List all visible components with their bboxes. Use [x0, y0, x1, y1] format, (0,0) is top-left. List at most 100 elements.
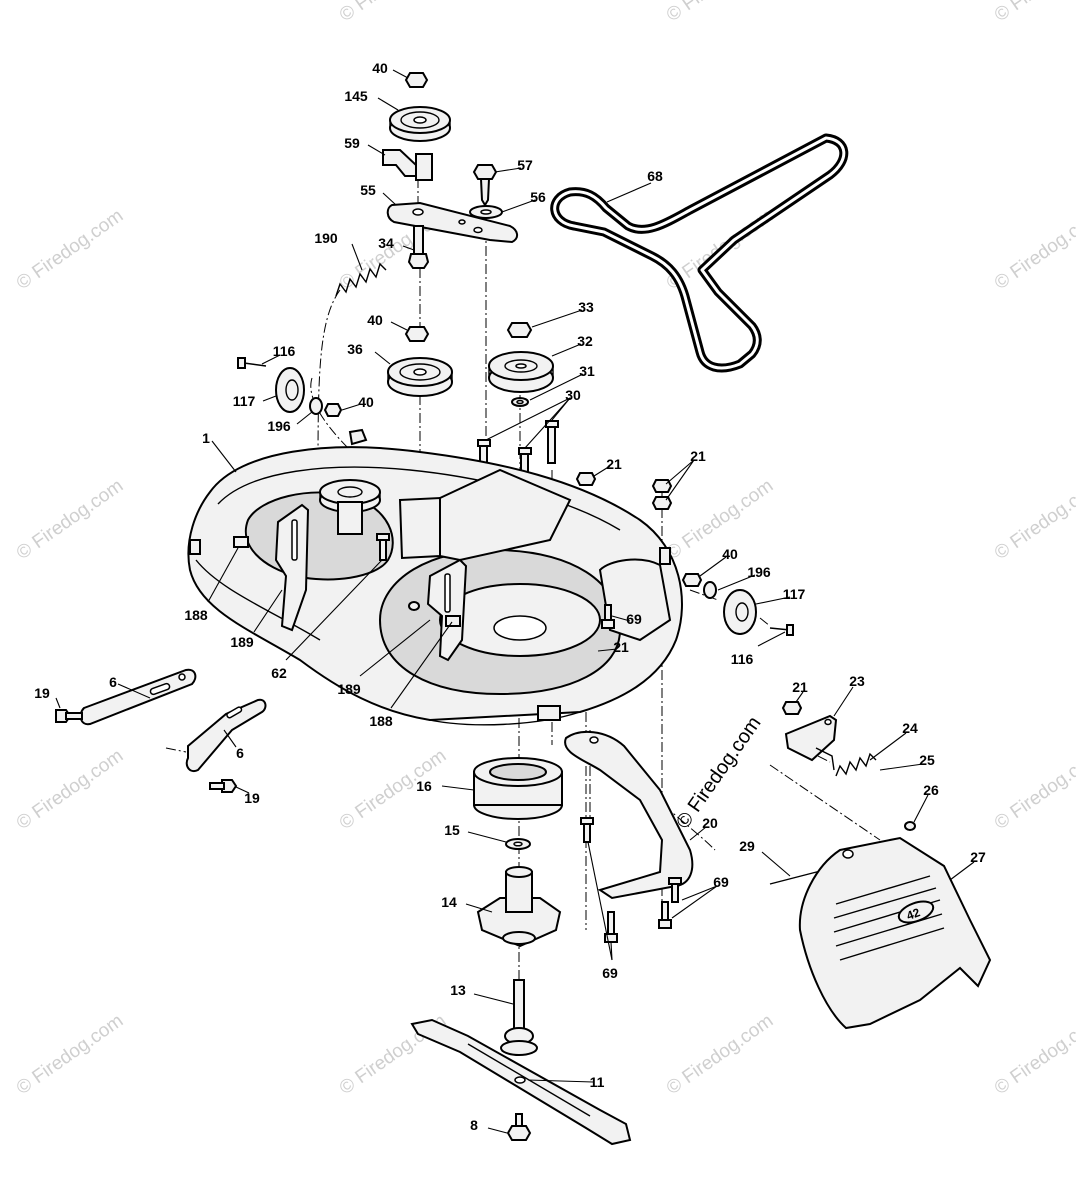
callout-11: 11 — [590, 1074, 605, 1090]
callout-117: 117 — [783, 586, 806, 602]
watermark-prominent: © Firedog.com — [672, 713, 765, 833]
callout-69: 69 — [713, 874, 729, 890]
gauge-wheel-left — [237, 357, 343, 417]
chute-badge: 42 — [905, 905, 923, 923]
belt-guard-20 — [564, 730, 694, 900]
callout-69: 69 — [626, 611, 642, 627]
watermark: © Firedog.com — [663, 475, 777, 564]
callout-19: 19 — [34, 685, 50, 701]
callout-31: 31 — [579, 363, 595, 379]
callout-33: 33 — [578, 299, 594, 315]
watermark: © Firedog.com — [336, 0, 450, 26]
callout-25: 25 — [919, 752, 935, 768]
callout-36: 36 — [347, 341, 363, 357]
spring-190 — [335, 262, 387, 297]
bolt-69-deck — [601, 604, 615, 629]
leader-lines — [55, 69, 975, 1134]
washer-26 — [904, 821, 916, 831]
idler-pulley-145 — [389, 72, 451, 142]
idler-pulley-36 — [387, 326, 453, 397]
callout-189: 189 — [230, 634, 254, 650]
callout-20: 20 — [702, 815, 718, 831]
callout-57: 57 — [517, 157, 533, 173]
callout-62: 62 — [271, 665, 287, 681]
watermark: © Firedog.com — [991, 0, 1076, 26]
callout-40: 40 — [367, 312, 383, 328]
callout-40: 40 — [358, 394, 374, 410]
hanger-link-6-left — [55, 668, 197, 726]
callout-196: 196 — [267, 418, 291, 434]
callout-56: 56 — [530, 189, 546, 205]
callout-21: 21 — [792, 679, 808, 695]
bolts-30 — [477, 420, 559, 481]
callout-14: 14 — [441, 894, 457, 910]
pulley-32 — [488, 322, 554, 407]
watermark: © Firedog.com — [13, 1010, 127, 1099]
callout-19: 19 — [244, 790, 260, 806]
callout-68: 68 — [647, 168, 663, 184]
callout-26: 26 — [923, 782, 939, 798]
callout-24: 24 — [902, 720, 918, 736]
callout-116: 116 — [273, 343, 296, 359]
callout-189: 189 — [337, 681, 361, 697]
callout-117: 117 — [233, 393, 256, 409]
deck-bracket-189-right — [408, 558, 468, 662]
callout-34: 34 — [378, 235, 394, 251]
callout-23: 23 — [849, 673, 865, 689]
watermark: © Firedog.com — [663, 0, 777, 26]
callout-6: 6 — [236, 745, 244, 761]
washer-56 — [469, 205, 503, 219]
hanger-link-6-right — [185, 698, 267, 793]
gauge-wheel-right — [681, 573, 794, 636]
watermark: © Firedog.com — [991, 205, 1076, 294]
callout-145: 145 — [344, 88, 368, 104]
deck-bracket-189-left — [233, 503, 310, 632]
watermark: © Firedog.com — [13, 745, 127, 834]
callout-1: 1 — [202, 430, 210, 446]
callout-13: 13 — [450, 982, 466, 998]
callout-32: 32 — [577, 333, 593, 349]
bolt-34 — [407, 225, 430, 269]
watermark: © Firedog.com — [991, 475, 1076, 564]
drive-belt — [550, 133, 849, 373]
callout-116: 116 — [731, 651, 754, 667]
spindle-14 — [476, 866, 562, 948]
idler-arm-55 — [386, 201, 518, 244]
bolt-57 — [472, 164, 498, 207]
watermark: © Firedog.com — [991, 1010, 1076, 1099]
deck-spindle-pulley — [319, 479, 381, 535]
callout-59: 59 — [344, 135, 360, 151]
spring-25 — [815, 747, 877, 777]
washer-15 — [505, 838, 531, 850]
callout-30: 30 — [565, 387, 581, 403]
callout-188: 188 — [184, 607, 208, 623]
blade-bolt-8 — [506, 1113, 532, 1141]
callout-21: 21 — [690, 448, 706, 464]
callout-21: 21 — [613, 639, 629, 655]
spindle-housing-16 — [473, 757, 563, 820]
shaft-13 — [500, 979, 538, 1056]
discharge-chute-27: 42 — [798, 836, 992, 1030]
blade-11 — [410, 1018, 632, 1146]
callout-55: 55 — [360, 182, 376, 198]
callout-188: 188 — [369, 713, 393, 729]
watermark: © Firedog.com — [13, 475, 127, 564]
callout-27: 27 — [970, 849, 986, 865]
watermark: © Firedog.com — [663, 1010, 777, 1099]
idler-bracket-59 — [382, 149, 433, 181]
callout-29: 29 — [739, 838, 755, 854]
callout-40: 40 — [372, 60, 388, 76]
callout-196: 196 — [747, 564, 771, 580]
watermark: © Firedog.com — [991, 745, 1076, 834]
watermark: © Firedog.com — [336, 745, 450, 834]
callout-6: 6 — [109, 674, 117, 690]
callout-69: 69 — [602, 965, 618, 981]
callout-40: 40 — [722, 546, 738, 562]
callout-21: 21 — [606, 456, 622, 472]
bolt-62 — [376, 533, 390, 561]
chute-bracket-23 — [781, 701, 838, 762]
callout-16: 16 — [416, 778, 432, 794]
callout-8: 8 — [470, 1117, 478, 1133]
